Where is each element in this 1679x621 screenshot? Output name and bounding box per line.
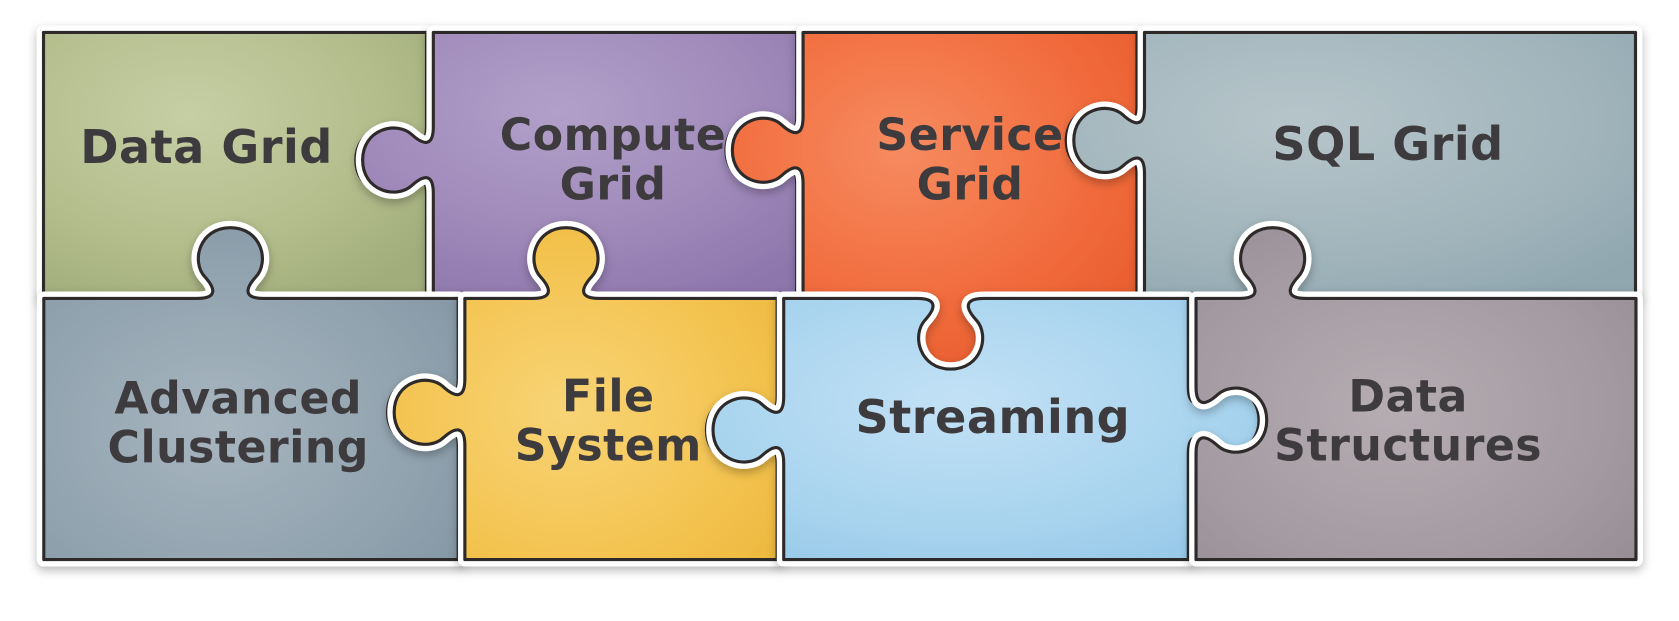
label-compute-grid-line2: Grid — [560, 159, 667, 210]
label-data-structures-line2: Structures — [1274, 420, 1542, 471]
label-advanced-clustering-line2: Clustering — [108, 422, 369, 473]
puzzle-piece-data-structures: Data Structures — [1196, 228, 1636, 560]
label-data-structures-line1: Data — [1348, 371, 1467, 422]
label-streaming: Streaming — [856, 390, 1131, 444]
label-service-grid-line2: Grid — [917, 159, 1024, 210]
label-file-system-line1: File — [562, 371, 654, 422]
label-service-grid-line1: Service — [876, 110, 1063, 161]
puzzle-piece-sql-grid: SQL Grid — [1074, 32, 1636, 293]
label-sql-grid: SQL Grid — [1272, 117, 1503, 171]
label-advanced-clustering-line1: Advanced — [114, 373, 362, 424]
label-file-system-line2: System — [515, 420, 702, 471]
puzzle-piece-file-system: File System — [394, 228, 777, 560]
label-data-grid: Data Grid — [80, 120, 333, 174]
puzzle-piece-data-grid: Data Grid — [44, 32, 427, 293]
label-compute-grid-line1: Compute — [500, 110, 726, 161]
puzzle-piece-service-grid: Service Grid — [732, 32, 1137, 364]
puzzle-piece-streaming: Streaming — [713, 298, 1259, 559]
puzzle-piece-advanced-clustering: Advanced Clustering — [44, 228, 458, 560]
puzzle-piece-compute-grid: Compute Grid — [363, 32, 797, 293]
